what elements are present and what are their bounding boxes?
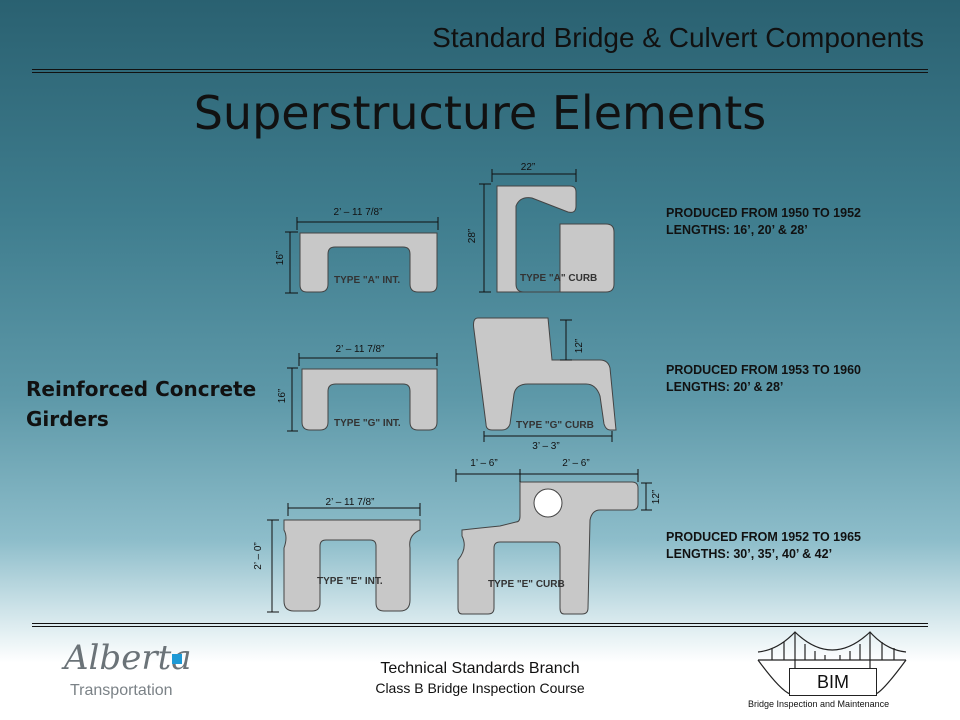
side-label: Reinforced Concrete Girders: [26, 374, 256, 434]
type-g-int-width-dim: 2’ – 11 7/8”: [336, 344, 385, 355]
type-a-produced: PRODUCED FROM 1950 TO 1952: [666, 206, 861, 220]
type-g-produced: PRODUCED FROM 1953 TO 1960: [666, 363, 861, 377]
type-e-curb-width-dim-left: 1’ – 6”: [470, 458, 497, 469]
footer-divider: [32, 623, 928, 627]
alberta-logo-mark-icon: [172, 654, 182, 664]
type-a-curb-width-dim: 22”: [521, 162, 535, 173]
type-g-int-label: TYPE "G" INT.: [334, 418, 401, 429]
bim-label: BIM: [789, 668, 877, 696]
type-g-curb-width-dim: 3’ – 3”: [532, 441, 559, 452]
alberta-logo: Alberta: [64, 638, 192, 678]
type-g-curb-label: TYPE "G" CURB: [516, 420, 594, 431]
type-g-curb-section: [473, 317, 617, 431]
transportation-label: Transportation: [70, 682, 173, 699]
type-g-note: PRODUCED FROM 1953 TO 1960 LENGTHS: 20’ …: [666, 362, 861, 396]
footer-center: Technical Standards Branch Class B Bridg…: [330, 660, 630, 696]
type-g-curb-height-dim: 12”: [574, 339, 585, 353]
type-a-int-height-dim: 16”: [275, 251, 286, 265]
type-e-curb-hole: [533, 488, 563, 518]
bim-caption: Bridge Inspection and Maintenance: [748, 699, 890, 709]
type-e-lengths: LENGTHS: 30’, 35’, 40’ & 42’: [666, 547, 833, 561]
header-divider: [32, 69, 928, 73]
type-e-int-section: [283, 519, 421, 612]
type-e-curb-height-dim: 12”: [651, 490, 662, 504]
type-g-int-height-dim: 16”: [277, 389, 288, 403]
type-e-note: PRODUCED FROM 1952 TO 1965 LENGTHS: 30’,…: [666, 529, 861, 563]
type-e-int-height-dim: 2’ – 0”: [253, 542, 264, 569]
type-a-note: PRODUCED FROM 1950 TO 1952 LENGTHS: 16’,…: [666, 205, 861, 239]
type-a-int-width-dim: 2’ – 11 7/8”: [334, 207, 383, 218]
slide-title: Superstructure Elements: [193, 86, 767, 140]
branch-name: Technical Standards Branch: [380, 660, 580, 677]
type-a-curb-height-dim: 28”: [467, 229, 478, 243]
type-a-int-label: TYPE "A" INT.: [334, 275, 400, 286]
course-title: Standard Bridge & Culvert Components: [432, 22, 924, 53]
type-e-curb-label: TYPE "E" CURB: [488, 579, 565, 590]
side-label-line1: Reinforced Concrete: [26, 377, 257, 401]
type-a-lengths: LENGTHS: 16’, 20’ & 28’: [666, 223, 808, 237]
type-g-int-section: [301, 368, 438, 431]
side-label-line2: Girders: [26, 407, 109, 431]
type-e-int-label: TYPE "E" INT.: [317, 576, 383, 587]
type-e-produced: PRODUCED FROM 1952 TO 1965: [666, 530, 861, 544]
bim-bridge-icon: [757, 631, 907, 695]
type-a-curb-label: TYPE "A" CURB: [520, 273, 597, 284]
type-e-curb-width-dim-right: 2’ – 6”: [562, 458, 589, 469]
course-name: Class B Bridge Inspection Course: [375, 680, 585, 696]
type-e-int-width-dim: 2’ – 11 7/8”: [326, 497, 375, 508]
type-a-curb-section: [496, 185, 615, 293]
type-a-int-section: [299, 232, 438, 293]
type-g-lengths: LENGTHS: 20’ & 28’: [666, 380, 784, 394]
